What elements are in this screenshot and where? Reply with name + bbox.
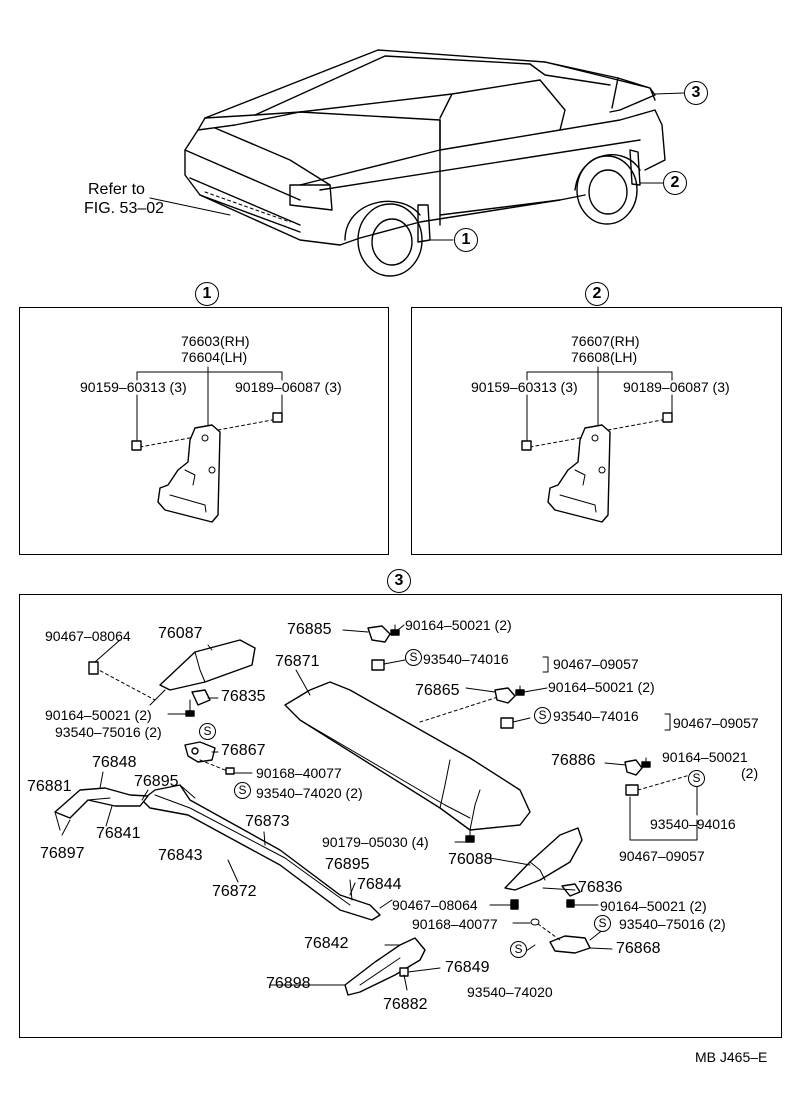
figure-code: MB J465–E (695, 1049, 768, 1065)
label-76836: 76836 (578, 879, 623, 896)
label-76897: 76897 (40, 845, 85, 862)
label-93540-94016: 93540–94016 (650, 816, 736, 832)
refer-figure-label: FIG. 53–02 (84, 200, 165, 217)
label-90164-50021-d: 90164–50021 (662, 749, 748, 765)
s-mark-icon: S (510, 941, 527, 958)
s-mark-icon: S (594, 915, 611, 932)
label-93540-74020-a: 93540–74020 (2) (256, 785, 363, 801)
panel-1-drawing (131, 366, 283, 523)
label-90164-50021-b: 90164–50021 (2) (405, 617, 512, 633)
s-mark-icon: S (688, 770, 705, 787)
label-93540-75016-a: 93540–75016 (2) (55, 724, 162, 740)
car-illustration (149, 49, 685, 277)
label-76895-b: 76895 (325, 856, 370, 873)
label-90164-50021-d-qty: (2) (741, 765, 759, 781)
nut-label-1: 90189–06087 (3) (235, 379, 342, 395)
label-90168-40077-b: 90168–40077 (412, 916, 498, 932)
part-76608-label: 76608(LH) (571, 349, 638, 365)
part-76603-label: 76603(RH) (181, 333, 250, 349)
label-76842: 76842 (304, 935, 349, 952)
label-76865: 76865 (415, 682, 460, 699)
label-76087: 76087 (158, 625, 203, 642)
label-76867: 76867 (221, 742, 266, 759)
panel-2-drawing (521, 366, 673, 523)
label-90168-40077-a: 90168–40077 (256, 765, 342, 781)
label-90467-08064-b: 90467–08064 (392, 897, 478, 913)
part-76604-label: 76604(LH) (181, 349, 248, 365)
label-76843: 76843 (158, 847, 203, 864)
label-76848: 76848 (92, 754, 137, 771)
label-90164-50021-a: 90164–50021 (2) (45, 707, 152, 723)
callout-1: 1 (454, 228, 478, 252)
s-mark-icon: S (534, 707, 551, 724)
screw-label-2: 90159–60313 (3) (471, 379, 578, 395)
s-mark-icon: S (199, 723, 216, 740)
panel-3-drawing (54, 624, 698, 996)
panel-3-frame (19, 594, 782, 1038)
panel-1-title: 1 (195, 282, 219, 306)
s-mark-icon: S (234, 782, 251, 799)
label-76886: 76886 (551, 752, 596, 769)
label-76898: 76898 (266, 975, 311, 992)
label-90164-50021-e: 90164–50021 (2) (600, 898, 707, 914)
label-76868: 76868 (616, 940, 661, 957)
part-76607-label: 76607(RH) (571, 333, 640, 349)
label-93540-75016-b: 93540–75016 (2) (619, 916, 726, 932)
panel-1-frame (19, 307, 389, 555)
screw-label-1: 90159–60313 (3) (80, 379, 187, 395)
panel-3-title: 3 (387, 569, 411, 593)
label-76885: 76885 (287, 621, 332, 638)
label-76871: 76871 (275, 653, 320, 670)
label-90179-05030: 90179–05030 (4) (322, 834, 429, 850)
label-76895-a: 76895 (134, 773, 179, 790)
callout-3: 3 (684, 81, 708, 105)
label-76872: 76872 (212, 883, 257, 900)
label-76849: 76849 (445, 959, 490, 976)
nut-label-2: 90189–06087 (3) (623, 379, 730, 395)
label-93540-74020-b: 93540–74020 (467, 984, 553, 1000)
label-93540-74016-b: 93540–74016 (553, 708, 639, 724)
label-76881: 76881 (27, 778, 72, 795)
s-mark-icon: S (405, 649, 422, 666)
label-76873: 76873 (245, 813, 290, 830)
panel-2-title: 2 (585, 282, 609, 306)
label-90467-09057-c: 90467–09057 (619, 848, 705, 864)
panel-2-frame (411, 307, 782, 555)
label-76882: 76882 (383, 996, 428, 1013)
label-90467-09057-b: 90467–09057 (673, 715, 759, 731)
label-76835: 76835 (221, 688, 266, 705)
label-90467-09057-a: 90467–09057 (553, 656, 639, 672)
label-90467-08064-a: 90467–08064 (45, 628, 131, 644)
label-76088: 76088 (448, 851, 493, 868)
label-76841: 76841 (96, 825, 141, 842)
label-93540-74016-a: 93540–74016 (423, 651, 509, 667)
callout-2: 2 (663, 171, 687, 195)
label-76844: 76844 (357, 876, 402, 893)
refer-to-label: Refer to (88, 181, 145, 198)
label-90164-50021-c: 90164–50021 (2) (548, 679, 655, 695)
